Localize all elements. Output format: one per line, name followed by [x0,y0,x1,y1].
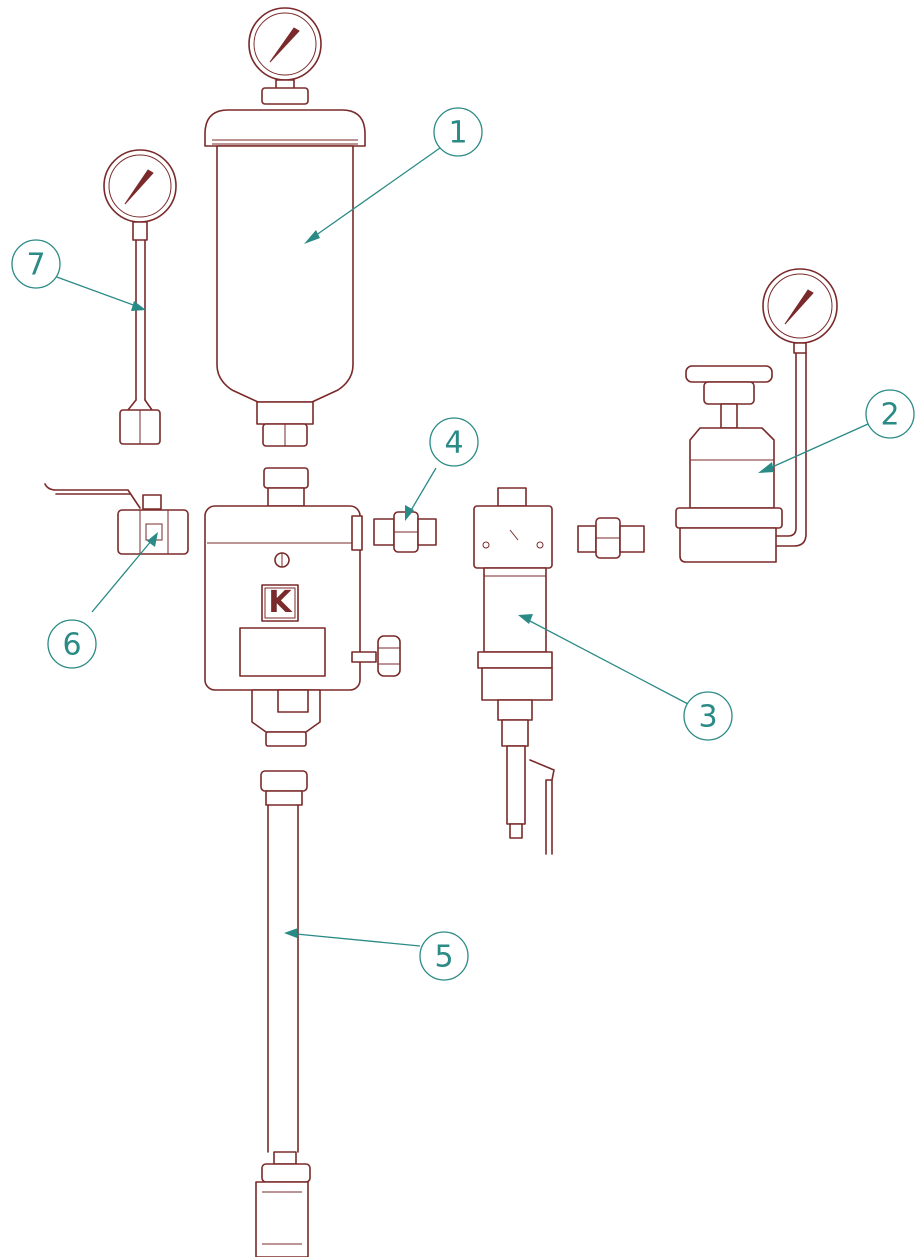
pipe-part [255,770,311,1257]
callout-4-number: 4 [444,426,463,461]
callout-3-number: 3 [698,700,717,735]
callout-5: 5 [419,931,469,981]
pressure-vessel-part [204,7,366,447]
callout-2: 2 [865,389,915,439]
pressure-regulator-part [675,268,838,563]
regulator-knob-icon [685,365,773,429]
callout-5-number: 5 [434,940,453,975]
svg-text:K: K [268,585,293,620]
callout-1: 1 [433,107,483,157]
valve-assembly-part [473,487,555,855]
callout-7: 7 [11,239,61,289]
handwheel-icon [351,635,401,677]
leader-lines [53,147,869,947]
callout-6-number: 6 [62,628,81,663]
callout-7-number: 7 [26,248,45,283]
callout-1-number: 1 [448,116,467,151]
callout-3: 3 [683,691,733,741]
ball-valve-part [44,483,189,555]
callout-6: 6 [47,619,97,669]
screw-icon [274,552,290,568]
vessel-gauge-icon [248,7,322,105]
gauge-on-tube-part [103,149,177,445]
central-body-part: K [204,467,401,747]
standalone-gauge-icon [103,149,177,223]
regulator-gauge-icon [762,268,838,354]
nipple-fitting-part [373,511,437,553]
callout-4: 4 [429,417,479,467]
k-logo-icon: K [261,584,299,622]
callout-2-number: 2 [880,398,899,433]
nipple-fitting-secondary-part [577,517,645,559]
